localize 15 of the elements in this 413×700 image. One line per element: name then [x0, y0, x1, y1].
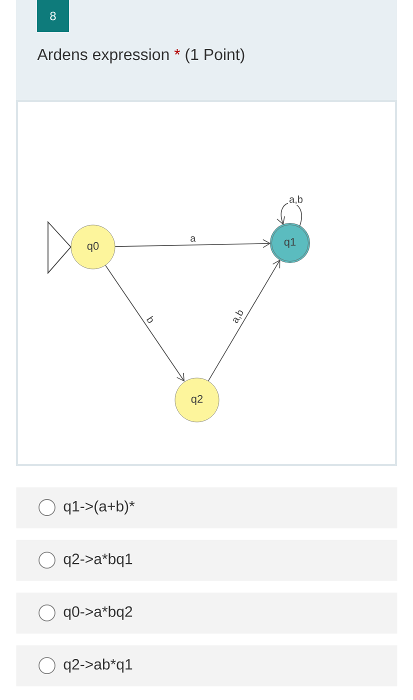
edge-label: a,b [229, 306, 246, 326]
self-loop-arrow [276, 202, 302, 227]
answer-option: q0->a*bq2 [16, 592, 398, 634]
answer-option: q2->a*bq1 [16, 540, 398, 581]
required-asterisk: * [174, 49, 180, 55]
question-title: Ardens expression [37, 48, 169, 64]
answer-option: q1->(a+b)* [16, 487, 398, 528]
answer-option: q2->ab*q1 [16, 645, 398, 686]
points-label: (1 Point) [186, 48, 244, 64]
transition-arrow [114, 239, 271, 248]
question-number-badge: 8 [37, 0, 69, 32]
transition-arrow [105, 264, 185, 382]
edge-label: b [144, 314, 157, 326]
transition-arrow [208, 260, 280, 382]
edge-label: a,b [288, 194, 304, 206]
